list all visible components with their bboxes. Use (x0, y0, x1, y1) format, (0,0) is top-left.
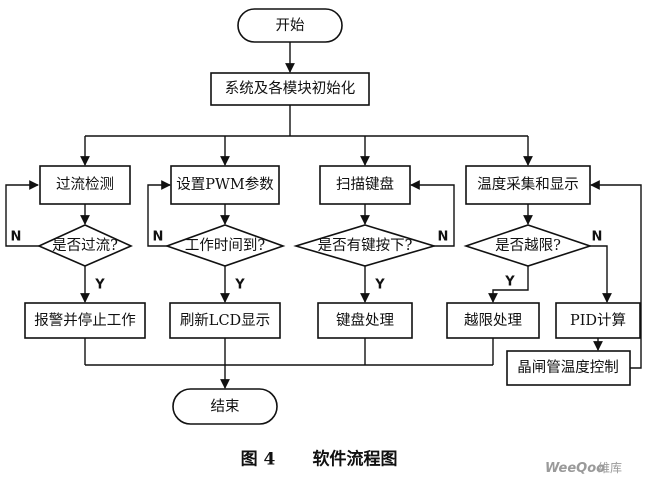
node-col3-process-label: 扫描键盘 (336, 175, 394, 193)
caption-figure-no: 图 4 (241, 450, 276, 470)
node-col4-decision: 是否越限? (463, 224, 593, 267)
node-col2-decision-label: 工作时间到? (185, 237, 265, 254)
node-col4-control-label: 晶闸管温度控制 (517, 359, 619, 376)
col1-no-label: N (11, 230, 22, 245)
node-col2-action-label: 刷新LCD显示 (180, 312, 270, 329)
node-col3-decision-label: 是否有键按下? (318, 237, 413, 254)
node-col3-process: 扫描键盘 (319, 165, 411, 205)
node-col4-process-label: 温度采集和显示 (477, 176, 579, 193)
node-col4-control: 晶闸管温度控制 (506, 350, 631, 386)
node-col2-process: 设置PWM参数 (170, 165, 280, 205)
node-col1-action-label: 报警并停止工作 (34, 312, 136, 329)
node-init: 系统及各模块初始化 (210, 72, 370, 106)
node-col4-action-no-label: PID计算 (570, 312, 626, 329)
node-col4-action-yes-label: 越限处理 (464, 312, 522, 329)
watermark-logo: WeeQoo 维库 (545, 460, 622, 476)
col2-yes-label: Y (234, 278, 245, 293)
edge-col3-no-loop (410, 180, 455, 247)
edge-col2-no-loop (147, 180, 171, 247)
watermark-suffix: 维库 (598, 460, 622, 475)
node-start: 开始 (237, 8, 343, 43)
col3-no-label: N (438, 230, 449, 245)
node-col4-process: 温度采集和显示 (465, 165, 591, 205)
node-col4-decision-label: 是否越限? (495, 237, 561, 254)
node-start-label: 开始 (276, 17, 305, 34)
node-col4-action-no: PID计算 (555, 302, 641, 339)
node-col2-decision: 工作时间到? (164, 224, 286, 267)
node-col3-action: 键盘处理 (317, 302, 413, 339)
node-col1-decision-label: 是否过流? (52, 237, 118, 254)
node-col2-process-label: 设置PWM参数 (176, 176, 274, 193)
edge-col1-no-loop (5, 180, 39, 247)
edge-control-loop (590, 180, 642, 369)
node-col1-process-label: 过流检测 (56, 176, 114, 193)
node-col3-action-label: 键盘处理 (336, 311, 394, 329)
node-col2-action: 刷新LCD显示 (169, 302, 281, 339)
edge-col4-yes (488, 266, 529, 303)
col3-yes-label: Y (374, 278, 385, 293)
node-end: 结束 (172, 388, 278, 425)
node-end-label: 结束 (211, 398, 240, 415)
caption-title: 软件流程图 (313, 449, 398, 470)
figure-caption: 图 4 软件流程图 (241, 449, 398, 470)
node-col1-decision: 是否过流? (37, 224, 133, 267)
branch-labels: Y Y Y Y N N N N (11, 230, 603, 293)
node-col1-action: 报警并停止工作 (24, 302, 146, 339)
node-col3-decision: 是否有键按下? (293, 224, 437, 267)
col1-yes-label: Y (94, 278, 105, 293)
col4-no-label: N (592, 230, 603, 245)
edges (5, 42, 642, 389)
node-col4-action-yes: 越限处理 (446, 302, 540, 339)
node-init-label: 系统及各模块初始化 (225, 80, 356, 97)
watermark-brand: WeeQoo (545, 461, 605, 476)
node-col1-process: 过流检测 (39, 165, 131, 205)
col4-yes-label: Y (504, 275, 515, 290)
col2-no-label: N (153, 230, 164, 245)
edge-col4-no (590, 245, 612, 303)
